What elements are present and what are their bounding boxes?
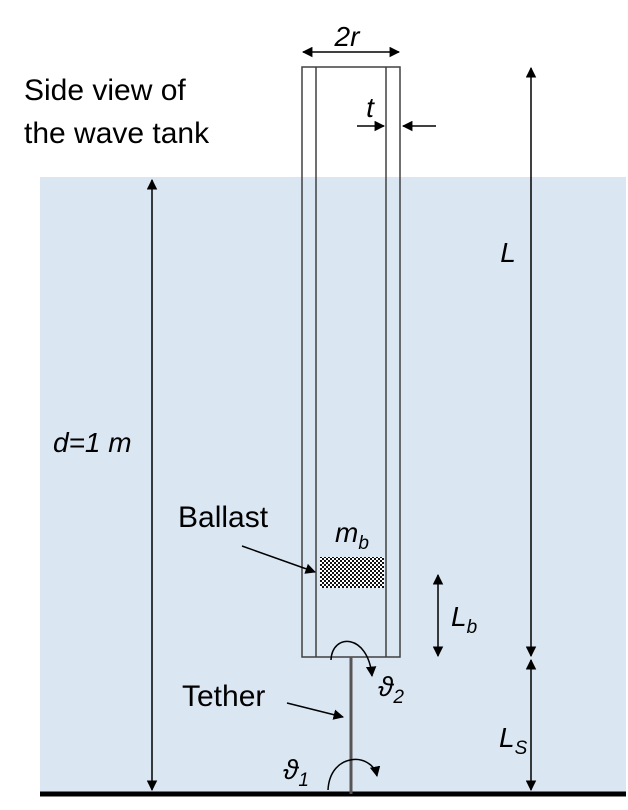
water-region bbox=[40, 177, 626, 794]
theta1-label: ϑ1 bbox=[283, 754, 309, 791]
ballast-length-base: L bbox=[451, 601, 467, 632]
theta1-sub: 1 bbox=[298, 770, 309, 791]
diagram-title-line-2: the wave tank bbox=[24, 117, 210, 150]
mass-base: m bbox=[335, 517, 358, 548]
theta2-base: ϑ bbox=[378, 671, 395, 702]
theta1-rotation-arrow bbox=[327, 758, 381, 791]
theta2-sub: 2 bbox=[392, 687, 404, 708]
mass-label: mb bbox=[335, 517, 369, 554]
tether-length-base: L bbox=[499, 722, 515, 753]
ballast-length-sub: b bbox=[467, 617, 478, 638]
length-label: L bbox=[500, 237, 516, 268]
tether-length-label: LS bbox=[499, 722, 528, 759]
ballast-label: Ballast bbox=[178, 501, 269, 534]
mass-sub: b bbox=[358, 533, 369, 554]
depth-label: d=1 m bbox=[53, 427, 132, 458]
ballast-pointer-arrow bbox=[241, 545, 316, 574]
tether-pointer-arrow bbox=[286, 702, 345, 720]
thickness-label: t bbox=[366, 92, 375, 123]
ballast-block bbox=[320, 557, 384, 588]
tether-label: Tether bbox=[182, 680, 265, 713]
theta2-label: ϑ2 bbox=[378, 671, 404, 708]
ballast-length-label: Lb bbox=[451, 601, 477, 638]
theta2-rotation-arrow bbox=[330, 640, 377, 678]
diagram-title-line-1: Side view of bbox=[24, 74, 186, 107]
tether-length-sub: S bbox=[515, 738, 528, 759]
theta1-base: ϑ bbox=[283, 754, 300, 785]
width-label: 2r bbox=[334, 21, 362, 52]
